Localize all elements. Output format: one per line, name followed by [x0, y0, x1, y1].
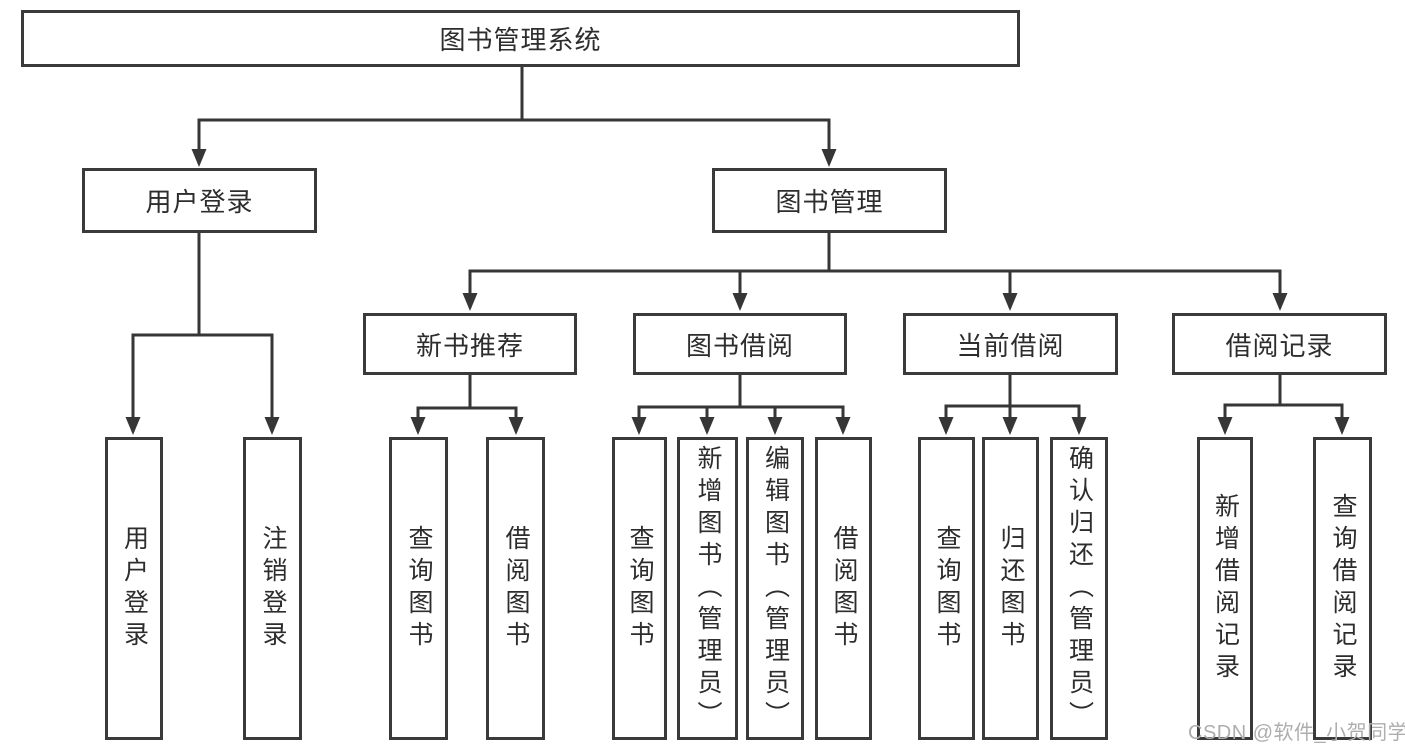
- leaf-new-book-borrow-label: 借阅图书: [502, 524, 530, 653]
- node-root: 图书管理系统: [21, 10, 1020, 67]
- node-book-mgmt-label: 图书管理: [775, 187, 884, 217]
- leaf-new-book-query-label: 查询图书: [405, 524, 433, 653]
- leaf-current-confirm-admin: 确认归还（管理员）: [1050, 437, 1108, 740]
- leaf-borrow-borrow: 借阅图书: [815, 437, 872, 740]
- connector-root-to-level2: [191, 64, 837, 167]
- leaf-borrow-add-admin: 新增图书（管理员）: [677, 437, 738, 740]
- leaf-current-query-label: 查询图书: [933, 524, 961, 653]
- connector-book-mgmt-to-level3: [462, 231, 1288, 311]
- leaf-user-login-label: 用户登录: [120, 524, 149, 653]
- connector-user-login-to-leaves: [125, 231, 280, 435]
- connector-borrow-record-to-leaves: [1217, 373, 1350, 435]
- leaf-borrow-edit-admin: 编辑图书（管理员）: [746, 437, 804, 740]
- node-current-borrow: 当前借阅: [903, 313, 1118, 375]
- leaf-record-query-label: 查询借阅记录: [1329, 492, 1357, 685]
- node-borrow-record: 借阅记录: [1172, 313, 1387, 375]
- leaf-current-query: 查询图书: [918, 437, 975, 740]
- leaf-borrow-add-admin-label: 新增图书（管理员）: [694, 444, 722, 733]
- node-book-borrow-label: 图书借阅: [685, 330, 794, 361]
- leaf-borrow-query-label: 查询图书: [626, 524, 654, 653]
- leaf-logout-label: 注销登录: [259, 524, 287, 653]
- node-new-book-label: 新书推荐: [415, 330, 524, 361]
- leaf-record-add: 新增借阅记录: [1197, 437, 1253, 740]
- node-book-mgmt: 图书管理: [712, 168, 947, 233]
- leaf-borrow-edit-admin-label: 编辑图书（管理员）: [761, 444, 790, 733]
- leaf-user-login: 用户登录: [105, 437, 163, 740]
- leaf-logout: 注销登录: [243, 437, 302, 740]
- node-root-label: 图书管理系统: [439, 25, 602, 55]
- node-book-borrow: 图书借阅: [633, 313, 847, 375]
- node-new-book: 新书推荐: [363, 313, 577, 375]
- leaf-borrow-borrow-label: 借阅图书: [830, 524, 858, 653]
- leaf-new-book-query: 查询图书: [389, 437, 448, 740]
- node-user-login: 用户登录: [82, 168, 317, 233]
- watermark: CSDN @软件_小贺同学: [1188, 722, 1405, 744]
- node-borrow-record-label: 借阅记录: [1225, 330, 1334, 361]
- connector-new-book-to-leaves: [410, 373, 524, 435]
- connector-current-borrow-to-leaves: [938, 373, 1087, 435]
- leaf-borrow-query: 查询图书: [612, 437, 667, 740]
- leaf-current-confirm-admin-label: 确认归还（管理员）: [1065, 444, 1094, 733]
- leaf-current-return-label: 归还图书: [997, 524, 1025, 653]
- leaf-record-query: 查询借阅记录: [1313, 437, 1372, 740]
- leaf-record-add-label: 新增借阅记录: [1211, 492, 1240, 685]
- node-current-borrow-label: 当前借阅: [956, 330, 1065, 361]
- leaf-new-book-borrow: 借阅图书: [486, 437, 545, 740]
- leaf-current-return: 归还图书: [982, 437, 1039, 740]
- node-user-login-label: 用户登录: [145, 187, 254, 217]
- connector-book-borrow-to-leaves: [631, 373, 851, 435]
